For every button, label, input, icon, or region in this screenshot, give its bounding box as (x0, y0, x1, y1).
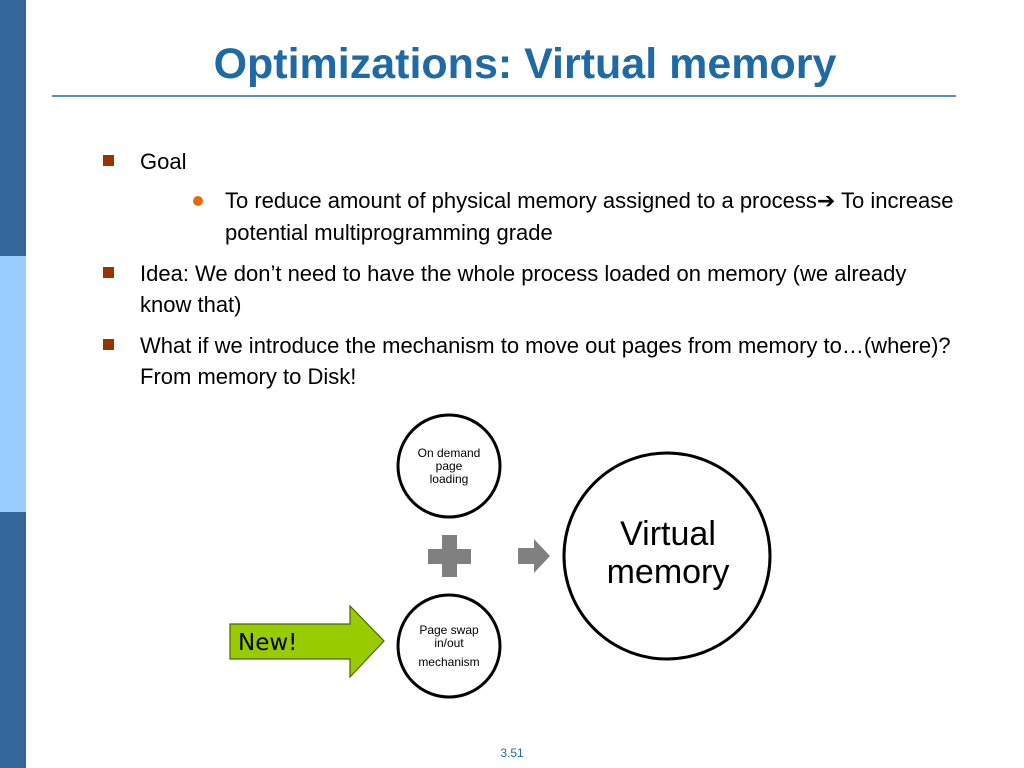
bullet-goal: Goal To reduce amount of physical memory… (100, 146, 960, 248)
sub-bullet-goal: To reduce amount of physical memory assi… (140, 185, 960, 248)
page-number: 3.51 (500, 746, 524, 760)
square-bullet-icon (103, 339, 114, 350)
bullet-idea-text: Idea: We don’t need to have the whole pr… (140, 261, 907, 317)
sub-bullet-text-2: To increase potential multiprogramming g… (225, 188, 954, 245)
square-bullet-icon (103, 267, 114, 278)
bullet-list: Goal To reduce amount of physical memory… (100, 146, 960, 402)
sidebar-stripe-top (0, 0, 26, 256)
on-demand-label-line3: loading (429, 472, 469, 486)
bullet-what-if: What if we introduce the mechanism to mo… (100, 330, 960, 392)
plus-icon (428, 535, 471, 577)
title-divider (52, 95, 956, 97)
bullet-goal-text: Goal (140, 149, 187, 174)
on-demand-label-line1: On demand (417, 446, 481, 460)
page-swap-label: Page swap in/out mechanism (399, 624, 499, 669)
virtual-memory-label: Virtual memory (568, 515, 768, 591)
page-swap-label-line3: mechanism (418, 655, 480, 669)
right-arrow-icon: ➔ (816, 189, 836, 214)
page-swap-label-line2: in/out (434, 636, 464, 650)
bullet-what-if-text: What if we introduce the mechanism to mo… (140, 333, 951, 389)
new-label: New! (238, 630, 298, 656)
square-bullet-icon (103, 155, 114, 166)
virtual-memory-label-line1: Virtual (620, 515, 716, 553)
virtual-memory-label-line2: memory (606, 553, 730, 591)
dot-bullet-icon (193, 196, 203, 206)
sidebar-stripe-middle (0, 256, 26, 512)
sidebar-stripe-bottom (0, 512, 26, 768)
arrow-right-icon (518, 539, 550, 573)
on-demand-label: On demand page loading (399, 447, 499, 486)
page-swap-label-line1: Page swap (419, 623, 479, 637)
slide-title: Optimizations: Virtual memory (213, 40, 837, 88)
sub-bullet-text-1: To reduce amount of physical memory assi… (225, 188, 817, 213)
bullet-idea: Idea: We don’t need to have the whole pr… (100, 258, 960, 320)
on-demand-label-line2: page (435, 459, 463, 473)
